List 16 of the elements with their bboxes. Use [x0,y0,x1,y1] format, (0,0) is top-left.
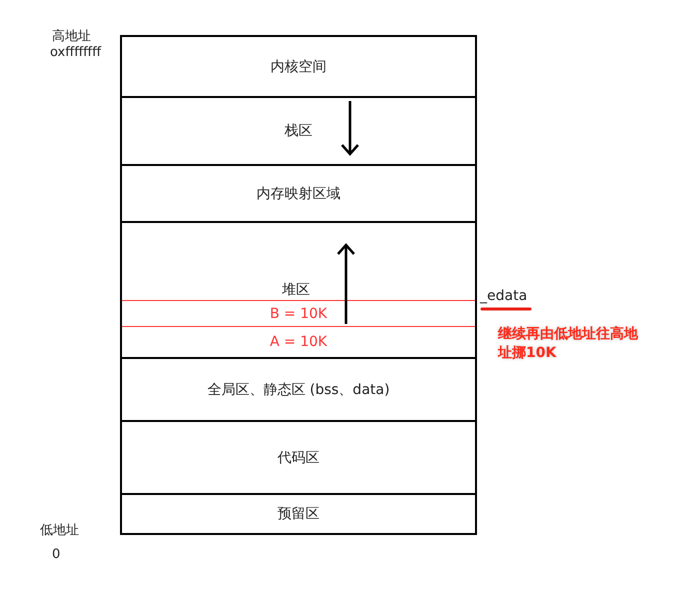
memory-segment-box: 栈区 [120,96,477,166]
memory-band: A = 10K [122,326,475,357]
address-value: 0 [52,547,60,562]
memory-segment-box: 代码区 [120,420,477,495]
memory-segment-box [120,221,477,359]
address-label: 低地址 [40,522,79,539]
edata-marker-label: _edata [480,288,528,304]
address-label: 高地址 [52,28,91,45]
note-text: 继续再由低地址往高地址挪10K [498,325,639,363]
segment-label: 堆区 [282,281,310,299]
memory-band: B = 10K [122,300,475,327]
address-value: oxffffffff [50,45,102,60]
memory-segment-box: 内存映射区域 [120,164,477,223]
memory-segment-box: 预留区 [120,493,477,535]
memory-segment-box: 全局区、静态区 (bss、data) [120,357,477,422]
memory-segment-box: 内核空间 [120,35,477,98]
